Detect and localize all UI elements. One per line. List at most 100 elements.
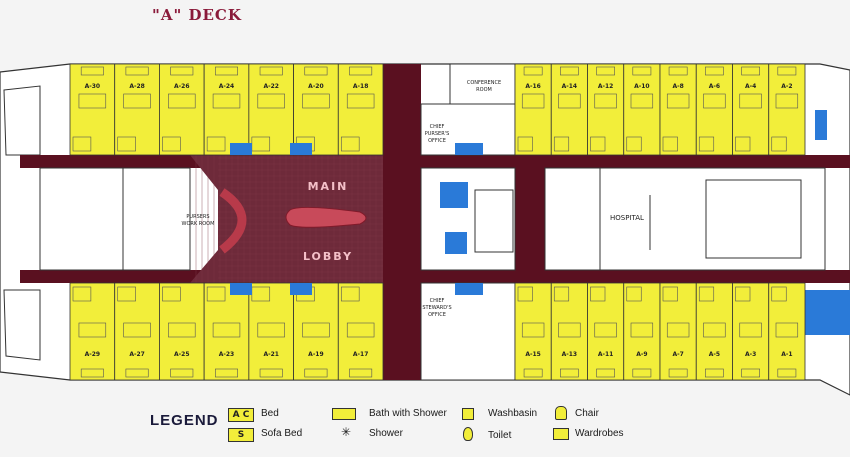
stairs-upper [440, 182, 468, 208]
sofa-bed-a-2 [777, 66, 797, 76]
lift-core [474, 189, 514, 253]
sofa-bed-a-10 [632, 66, 652, 76]
cabin-label-a-22: A-22 [263, 83, 278, 90]
chief-pursers-office-label-2: PURSER'S [425, 131, 450, 137]
pursers-work-room-label-2: WORK ROOM [182, 221, 215, 227]
bed-a-15 [521, 322, 545, 338]
cabin-label-a-6: A-6 [709, 83, 720, 90]
bed-a-3 [739, 322, 762, 338]
right-cross-corridor [515, 155, 545, 283]
bath-a-28 [117, 136, 136, 152]
cabin-a-15 [514, 282, 552, 381]
sofa-bed-a-1 [777, 368, 797, 378]
legend-sofa-bed-label: Sofa Bed [261, 428, 303, 439]
bath-a-29 [72, 286, 92, 302]
cabin-a-3 [732, 282, 770, 381]
sofa-bed-a-21 [259, 368, 283, 378]
bath-a-24 [206, 136, 226, 152]
shower-icon: ✳ [341, 425, 352, 439]
bed-a-17 [346, 322, 375, 338]
bath-a-10 [626, 136, 642, 152]
bath-a-1 [771, 286, 787, 302]
cabin-label-a-23: A-23 [219, 351, 234, 358]
deck-plan: MAIN LOBBY PURSERS WORK ROOM CONFERENCE … [0, 63, 850, 396]
cabin-label-a-4: A-4 [745, 83, 756, 90]
cabin-a-14 [550, 63, 588, 156]
chief-pursers-office-label-1: CHIEF [430, 124, 445, 130]
bath-a-15 [517, 286, 533, 302]
cabin-a-22 [248, 63, 294, 156]
sofa-bed-a-14 [560, 66, 579, 76]
bed-a-9 [630, 322, 654, 338]
cabin-a-9 [623, 282, 661, 381]
sofa-bed-a-26 [170, 66, 194, 76]
cabin-a-10 [623, 63, 661, 156]
conference-room [449, 63, 516, 105]
bath-a-4 [735, 136, 751, 152]
bath-a-14 [553, 136, 570, 152]
cabin-label-a-19: A-19 [308, 351, 323, 358]
bed-a-29 [78, 322, 107, 338]
lobby-label-main: MAIN [308, 180, 349, 193]
cabin-a-21 [248, 282, 294, 381]
cabin-label-a-16: A-16 [525, 83, 540, 90]
bed-a-12 [594, 93, 617, 109]
legend-toilet-label: Toilet [488, 430, 512, 441]
legend-shower-label: Shower [369, 428, 403, 439]
lower-corridor [20, 270, 850, 283]
cabin-label-a-21: A-21 [263, 351, 278, 358]
chief-stewards-office-label-3: OFFICE [428, 312, 446, 318]
sofa-bed-a-7 [668, 368, 688, 378]
conference-room-label-1: CONFERENCE [467, 80, 501, 86]
sofa-bed-a-13 [560, 368, 579, 378]
bed-a-19 [302, 322, 330, 338]
bed-a-24 [212, 93, 241, 109]
washbasin-icon [462, 408, 474, 420]
bath-a-5 [698, 286, 715, 302]
bed-a-5 [703, 322, 726, 338]
cabin-label-a-3: A-3 [745, 351, 756, 358]
bed-a-27 [123, 322, 151, 338]
bed-a-25 [168, 322, 196, 338]
wardrobe-icon [553, 428, 569, 440]
cabin-label-a-1: A-1 [781, 351, 792, 358]
chief-stewards-office-label-2: STEWARD'S [422, 305, 451, 311]
cabin-label-a-24: A-24 [219, 83, 234, 90]
bath-a-23 [206, 286, 226, 302]
bath-a-3 [735, 286, 751, 302]
sofa-bed-a-22 [259, 66, 283, 76]
cabin-label-a-10: A-10 [634, 83, 649, 90]
cabin-label-a-30: A-30 [85, 83, 100, 90]
sofa-bed-a-12 [596, 66, 615, 76]
legend-bath-label: Bath with Shower [369, 408, 447, 419]
chief-stewards-office [420, 282, 516, 381]
sofa-bed-a-20 [304, 66, 328, 76]
sofa-bed-a-8 [668, 66, 688, 76]
cabin-label-a-12: A-12 [598, 83, 613, 90]
bed-a-26 [168, 93, 196, 109]
legend-wardrobes-label: Wardrobes [575, 428, 624, 439]
chair-icon [555, 406, 567, 420]
legend-bed-swatch: A C [228, 408, 254, 422]
legend-washbasin-label: Washbasin [488, 408, 538, 419]
sofa-bed-a-16 [523, 66, 543, 76]
sofa-bed-a-17 [349, 368, 373, 378]
cabin-label-a-20: A-20 [308, 83, 323, 90]
bed-a-6 [703, 93, 726, 109]
bed-a-2 [775, 93, 799, 109]
bed-a-1 [775, 322, 799, 338]
bed-a-10 [630, 93, 654, 109]
cabin-a-11 [587, 282, 625, 381]
pursers-work-room [122, 167, 191, 271]
sofa-bed-a-19 [304, 368, 328, 378]
bath-block-1 [230, 143, 252, 155]
sofa-bed-a-11 [596, 368, 615, 378]
bed-a-14 [558, 93, 581, 109]
bath-block-3 [230, 283, 252, 295]
bed-a-30 [78, 93, 107, 109]
sofa-bed-a-4 [741, 66, 760, 76]
bed-a-7 [666, 322, 690, 338]
sofa-bed-a-6 [705, 66, 724, 76]
